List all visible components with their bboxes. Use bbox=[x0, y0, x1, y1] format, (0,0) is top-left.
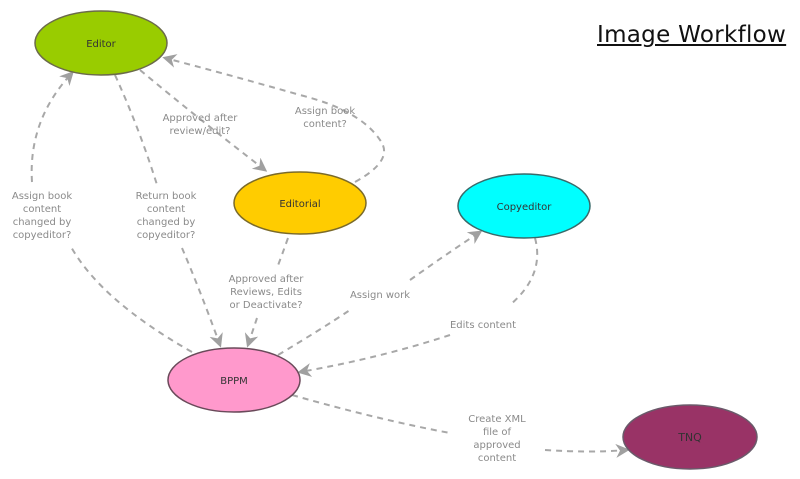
node-editor-label: Editor bbox=[86, 39, 116, 50]
edge-label-line: copyeditor? bbox=[137, 230, 196, 241]
edge-label-line: copyeditor? bbox=[13, 230, 72, 241]
node-editor[interactable]: Editor bbox=[34, 10, 168, 76]
edge-label-line: Assign book bbox=[12, 191, 72, 202]
node-editor-shape bbox=[34, 10, 168, 76]
edge-label-bppm-to-tnq: Create XML file of approved content bbox=[468, 414, 526, 464]
edge-label-bppm-to-copyeditor: Assign work bbox=[350, 290, 410, 301]
edge-label-editor-to-bppm: Return book content changed by copyeditor? bbox=[136, 191, 197, 241]
edge-label-line: content bbox=[23, 204, 61, 215]
diagram-title: Image Workflow bbox=[597, 22, 787, 48]
edge-label-editor-to-editorial: Approved after review/edit? bbox=[163, 113, 239, 137]
edge-label-line: Assign book bbox=[295, 106, 355, 117]
edge-bppm-to-editor bbox=[30, 73, 193, 353]
edge-label-line: content bbox=[147, 204, 185, 215]
edge-label-line: content? bbox=[303, 119, 347, 130]
edge-label-line: file of bbox=[483, 427, 512, 438]
node-tnq-label: TNQ bbox=[677, 431, 702, 444]
edge-label-line: Approved after bbox=[229, 274, 305, 285]
edge-label-line: Approved after bbox=[163, 113, 239, 124]
node-copyeditor[interactable]: Copyeditor bbox=[457, 173, 591, 239]
edge-label-editorial-to-editor: Assign book content? bbox=[295, 106, 355, 130]
edge-label-copyeditor-to-bppm: Edits content bbox=[450, 320, 516, 331]
edge-label-line: Reviews, Edits bbox=[230, 287, 302, 298]
node-bppm-label: BPPM bbox=[220, 376, 248, 387]
edge-editorial-to-bppm bbox=[248, 237, 289, 345]
node-editorial-shape bbox=[233, 171, 367, 235]
node-editorial-label: Editorial bbox=[279, 199, 320, 210]
edge-label-bppm-to-editor: Assign book content changed by copyeditor? bbox=[12, 191, 72, 241]
node-tnq-shape bbox=[622, 404, 758, 470]
node-copyeditor-label: Copyeditor bbox=[497, 202, 553, 213]
edge-label-line: Return book bbox=[136, 191, 197, 202]
edge-label-line: Edits content bbox=[450, 320, 516, 331]
edge-label-line: changed by bbox=[137, 217, 196, 228]
edge-label-line: or Deactivate? bbox=[229, 300, 302, 311]
edge-bppm-to-tnq bbox=[291, 394, 627, 452]
edge-editor-to-editorial bbox=[139, 69, 268, 172]
edge-editor-to-bppm bbox=[114, 74, 220, 345]
edge-bppm-to-copyeditor bbox=[277, 232, 480, 356]
node-bppm[interactable]: BPPM bbox=[167, 347, 301, 413]
edge-label-line: changed by bbox=[13, 217, 72, 228]
node-copyeditor-shape bbox=[457, 173, 591, 239]
edge-copyeditor-to-bppm bbox=[300, 237, 539, 372]
node-bppm-shape bbox=[167, 347, 301, 413]
edge-editorial-to-editor bbox=[162, 54, 386, 183]
edge-label-line: review/edit? bbox=[170, 126, 231, 137]
edge-label-line: Create XML bbox=[468, 414, 526, 425]
edge-label-line: content bbox=[478, 453, 516, 464]
edge-label-line: Assign work bbox=[350, 290, 410, 301]
node-editorial[interactable]: Editorial bbox=[233, 171, 367, 235]
node-tnq[interactable]: TNQ bbox=[622, 404, 758, 470]
edge-label-line: approved bbox=[473, 440, 520, 451]
